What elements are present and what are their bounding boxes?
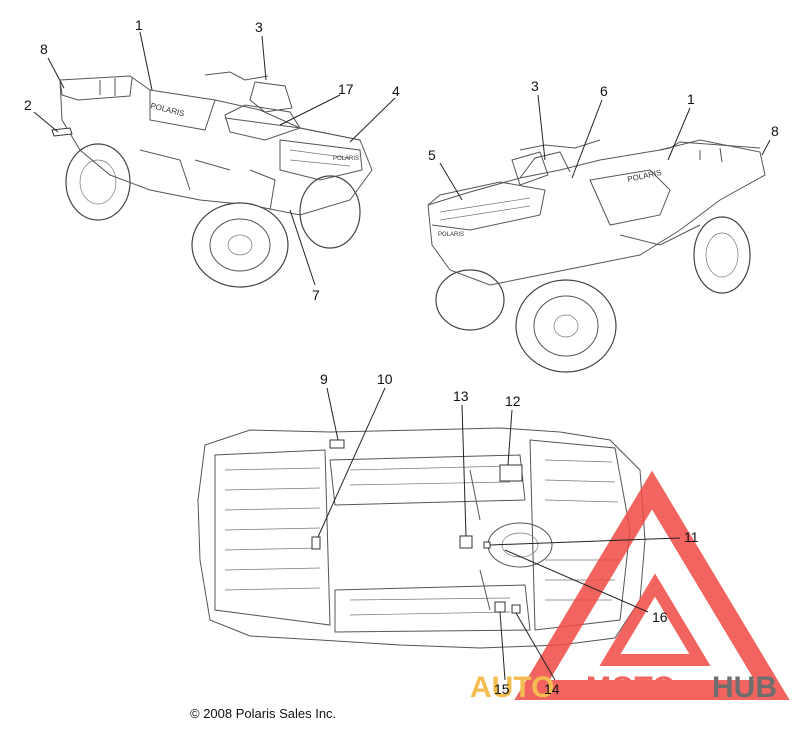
- callout-2: 2: [24, 97, 32, 113]
- decal-9: [329, 439, 345, 449]
- watermark-part3: HUB: [712, 671, 777, 704]
- svg-text:POLARIS: POLARIS: [150, 101, 186, 118]
- decal-10: [311, 536, 321, 550]
- callout-13: 13: [453, 388, 469, 404]
- decal-14: [511, 604, 521, 614]
- callout-12: 12: [505, 393, 521, 409]
- callout-3-right: 3: [531, 78, 539, 94]
- callout-10: 10: [377, 371, 393, 387]
- callout-15: 15: [494, 681, 510, 697]
- callout-6: 6: [600, 83, 608, 99]
- callout-8-left: 8: [40, 41, 48, 57]
- callout-8-right: 8: [771, 123, 779, 139]
- callout-1-left: 1: [135, 17, 143, 33]
- atv-underside-view: [197, 427, 646, 649]
- decal-12: [499, 464, 523, 482]
- svg-text:POLARIS: POLARIS: [438, 232, 464, 238]
- watermark-part2: MOTO: [586, 671, 675, 704]
- atv-front-left-view: POLARIS POLARIS: [51, 71, 373, 288]
- automotohub-watermark: AUTO MOTO HUB: [470, 470, 790, 704]
- callout-9: 9: [320, 371, 328, 387]
- callout-7: 7: [312, 287, 320, 303]
- leader-lines: [33, 31, 771, 681]
- decal-15: [494, 601, 506, 613]
- svg-text:POLARIS: POLARIS: [333, 156, 359, 162]
- callout-11: 11: [684, 529, 699, 545]
- callout-5: 5: [428, 147, 436, 163]
- decal-11: [483, 541, 491, 549]
- atv-front-right-view: POLARIS POLARIS: [427, 139, 766, 373]
- callout-14: 14: [544, 681, 560, 697]
- copyright-notice: © 2008 Polaris Sales Inc.: [190, 706, 337, 721]
- callout-labels: 1 3 8 2 17 4 7 3 6 1 8 5 9 10 13 12 11 1…: [24, 17, 779, 697]
- callout-16: 16: [652, 609, 668, 625]
- watermark-part1: AUTO: [470, 671, 554, 704]
- svg-text:POLARIS: POLARIS: [627, 168, 663, 184]
- callout-4: 4: [392, 83, 400, 99]
- callout-17: 17: [338, 81, 354, 97]
- callout-1-right: 1: [687, 91, 695, 107]
- callout-3-left: 3: [255, 19, 263, 35]
- decal-13: [459, 535, 473, 549]
